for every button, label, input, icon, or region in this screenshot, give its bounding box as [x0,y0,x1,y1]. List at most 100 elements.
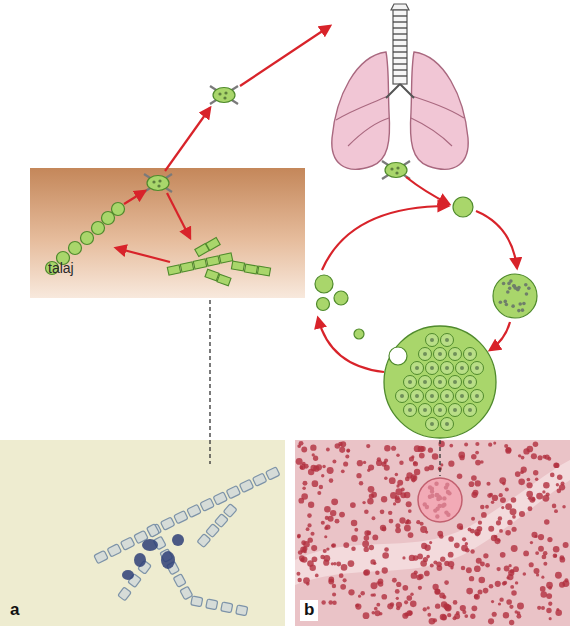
tissue-nucleus [529,562,534,567]
endospore [419,376,432,389]
tissue-nucleus [505,530,511,536]
tissue-nucleus [450,566,453,569]
tissue-nucleus [360,591,365,596]
tissue-nucleus [512,515,516,519]
endospore-core [453,380,457,384]
tissue-nucleus [330,510,336,516]
tissue-nucleus [410,474,417,481]
endospore-dot [442,502,446,506]
endospore-core [430,338,434,342]
tissue-nucleus [488,526,494,532]
hyphal-segment [206,524,220,538]
hyphal-segment [223,504,237,518]
hyphal-segment [221,602,233,613]
endospore-core [453,408,457,412]
endospore-body [464,404,477,417]
tissue-nucleus [531,453,537,459]
tissue-nucleus [326,547,329,550]
tissue-nucleus [475,532,480,537]
tissue-nucleus [428,448,433,453]
tissue-nucleus [533,568,539,574]
tissue-nucleus [296,458,303,465]
tissue-nucleus [339,512,345,518]
tissue-nucleus [432,453,439,460]
dividing-nuclei [499,279,531,312]
tissue-nucleus [395,473,398,476]
stained-cell [161,551,175,569]
tissue-nucleus [393,502,396,505]
tissue-nucleus [519,511,525,517]
endospore-dot [437,504,441,508]
tissue-nucleus [388,511,392,515]
tissue-nucleus [367,498,373,504]
micrograph-a-hyphae [94,467,280,616]
tissue-nucleus [410,601,417,608]
tissue-nucleus [500,552,506,558]
tissue-nucleus [531,497,535,501]
nucleus-dot [508,286,512,290]
hyphal-segment [239,479,253,492]
tissue-nucleus [435,603,440,608]
tissue-nucleus [471,454,477,460]
tissue-nucleus [457,474,463,480]
endospore-body [456,362,469,375]
hyphal-segment [174,511,188,524]
tissue-nucleus [408,509,412,513]
tissue-nucleus [555,609,562,616]
endospore-body [441,362,454,375]
endospore [411,390,424,403]
tissue-nucleus [526,482,532,488]
panel-letter: b [300,600,318,621]
tissue-nucleus [537,606,541,610]
endospore [434,376,447,389]
tissue-nucleus [406,520,411,525]
tissue-nucleus [341,469,345,473]
tissue-nucleus [404,525,411,532]
leader-line [439,440,440,476]
endospore-core [438,380,442,384]
tissue-nucleus [387,603,393,609]
tissue-nucleus [303,481,308,486]
tissue-nucleus [488,443,492,447]
tissue-nucleus [483,553,488,558]
hyphal-segment [213,492,227,505]
tissue-nucleus [396,582,401,587]
tissue-nucleus [542,495,549,502]
tissue-nucleus [543,562,547,566]
tissue-nucleus [362,501,365,504]
endospore-body [441,334,454,347]
tissue-nucleus [395,497,401,503]
tissue-nucleus [547,537,552,542]
hyphal-segment [236,605,248,616]
tissue-nucleus [321,474,324,477]
tissue-nucleus [413,461,417,465]
tissue-gap [295,460,570,585]
tissue-nucleus [553,553,558,558]
tissue-nucleus [464,614,468,618]
young-spherule [453,197,473,217]
endospore-dot [434,482,438,486]
tissue-nucleus [475,480,481,486]
tissue-nucleus [493,442,496,445]
tissue-nucleus [396,606,400,610]
tissue-nucleus [531,532,537,538]
tissue-nucleus [376,581,380,585]
tissue-nucleus [310,444,316,450]
endospore-dot [442,496,446,500]
hyphal-segment [173,574,186,588]
tissue-nucleus [475,460,481,466]
tissue-nucleus [474,529,481,536]
tissue-nucleus [546,582,553,589]
tissue-nucleus [414,469,420,475]
tissue-nucleus [448,461,454,467]
tissue-nucleus [497,539,500,542]
endospore [464,404,477,417]
nucleus-dot [525,292,529,296]
endospore-core [423,352,427,356]
endospore [426,390,439,403]
tissue-nucleus [355,603,361,609]
tissue-nucleus [466,567,472,573]
tissue-nucleus [485,563,490,568]
tissue-nucleus [384,547,389,552]
endospore [441,390,454,403]
